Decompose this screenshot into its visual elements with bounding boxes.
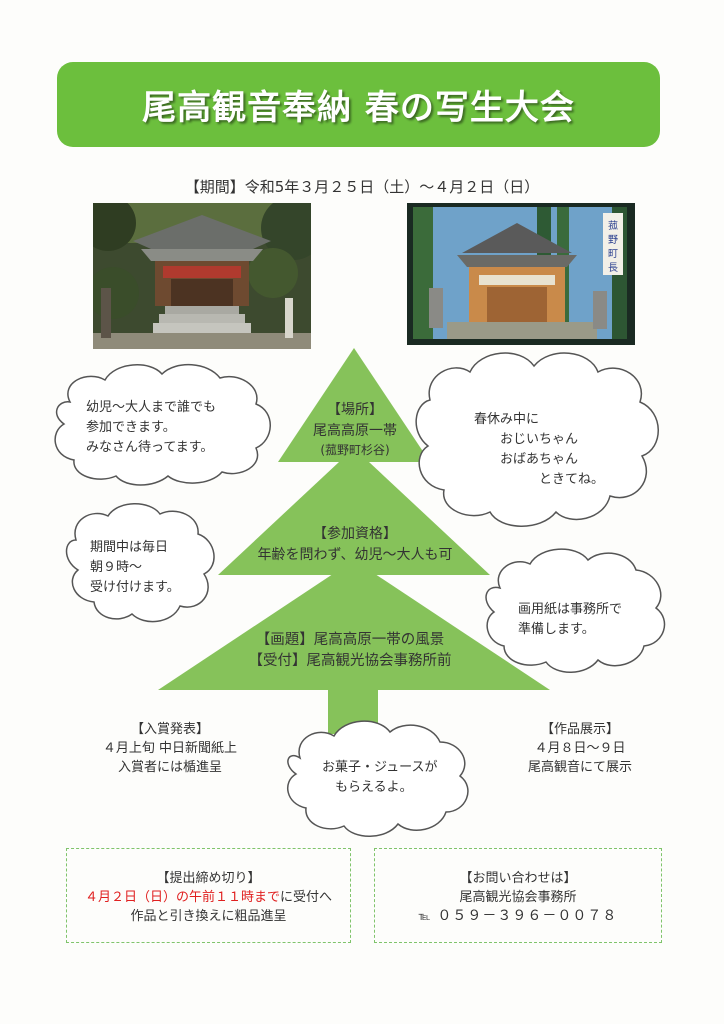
tier-eligibility: 【参加資格】 年齢を問わず、幼児～大人も可: [230, 524, 480, 566]
deadline-rest: に受付へ: [280, 890, 333, 905]
winning-drawing: 菰 野 町 長: [407, 203, 635, 345]
page-title: 尾高観音奉納 春の写生大会: [142, 88, 575, 128]
awards-heading: 【入賞発表】: [130, 722, 209, 737]
contact-box: 【お問い合わせは】 尾高観光協会事務所 ℡ ０５９－３９６－００７８: [374, 848, 662, 943]
tree-tier-bottom: [158, 560, 550, 690]
exhibition-section: 【作品展示】 ４月８日～９日 尾高観音にて展示: [505, 720, 655, 777]
deadline-gift: 作品と引き換えに粗品進呈: [130, 909, 287, 924]
svg-text:野: 野: [608, 234, 618, 246]
event-period: 【期間】令和5年３月２５日（土）～４月２日（日）: [184, 178, 540, 196]
awards-prize: 入賞者には楯進呈: [117, 760, 222, 775]
deadline-date: ４月２日（日）の午前１１時まで: [84, 890, 280, 905]
exhibition-place: 尾高観音にて展示: [527, 760, 632, 775]
cloud-snacks-text: お菓子・ジュースが もらえるよ。: [322, 760, 438, 795]
cloud-daily-text: 期間中は毎日 朝９時～ 受け付けます。: [90, 540, 180, 595]
contact-phone: ０５９－３９６－００７８: [437, 908, 618, 924]
location-name: 尾高高原一帯: [313, 423, 397, 439]
deadline-box: 【提出締め切り】 ４月２日（日）の午前１１時までに受付へ 作品と引き換えに粗品進…: [66, 848, 351, 943]
deadline-line: ４月２日（日）の午前１１時までに受付へ: [67, 888, 350, 907]
cloud-spring-text: 春休み中に おじいちゃん おばあちゃん ときてね。: [474, 412, 605, 487]
cloud-paper-text: 画用紙は事務所で 準備します。: [518, 602, 623, 637]
exhibition-heading: 【作品展示】: [540, 722, 619, 737]
tree-tier-middle: [218, 448, 490, 575]
cloud-paper: [485, 548, 666, 673]
awards-date: ４月上旬 中日新聞紙上: [102, 741, 238, 756]
cloud-daily: [65, 503, 215, 623]
location-heading: 【場所】: [327, 402, 383, 418]
tree-tier-top: [278, 348, 430, 462]
contact-heading: 【お問い合わせは】: [459, 871, 577, 886]
cloud-snacks: [286, 720, 469, 837]
svg-text:町: 町: [608, 249, 618, 260]
location-detail: (菰野町杉谷): [320, 443, 390, 457]
tel-label: ℡: [418, 910, 432, 923]
tier-theme: 【画題】尾高高原一帯の風景 【受付】尾高観光協会事務所前: [190, 630, 510, 672]
contact-office: 尾高観光協会事務所: [459, 890, 577, 905]
reception-text: 【受付】尾高観光協会事務所前: [248, 653, 452, 669]
svg-text:長: 長: [608, 262, 618, 274]
exhibition-date: ４月８日～９日: [534, 741, 626, 756]
eligibility-text: 年齢を問わず、幼児～大人も可: [257, 547, 453, 563]
title-banner: 尾高観音奉納 春の写生大会: [57, 62, 660, 147]
temple-photo: [93, 203, 311, 349]
cloud-everyone: [54, 363, 271, 486]
svg-text:菰: 菰: [608, 220, 618, 232]
deadline-heading: 【提出締め切り】: [156, 871, 261, 886]
eligibility-heading: 【参加資格】: [313, 526, 397, 542]
theme-text: 【画題】尾高高原一帯の風景: [255, 632, 445, 648]
tier-location: 【場所】 尾高高原一帯 (菰野町杉谷): [280, 400, 430, 459]
cloud-spring: [415, 352, 659, 527]
awards-section: 【入賞発表】 ４月上旬 中日新聞紙上 入賞者には楯進呈: [90, 720, 250, 777]
cloud-everyone-text: 幼児～大人まで誰でも 参加できます。 みなさん待ってます。: [86, 400, 217, 455]
